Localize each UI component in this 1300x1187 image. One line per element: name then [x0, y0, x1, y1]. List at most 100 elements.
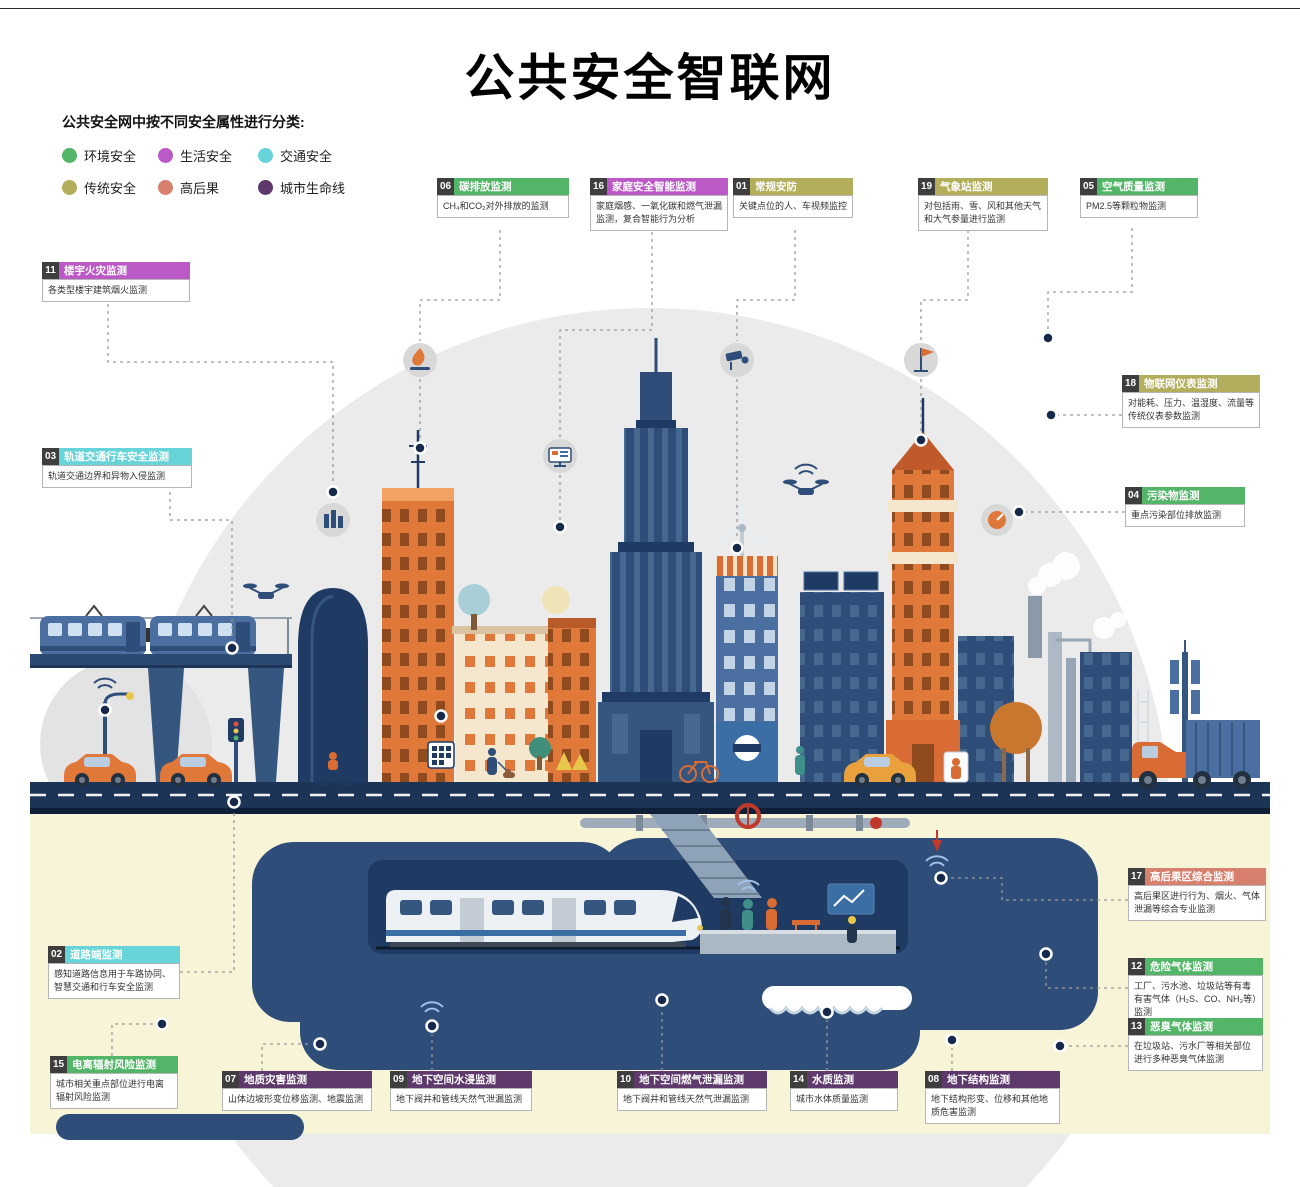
callout-05-air-quality: 05 空气质量监测 PM2.5等颗粒物监测: [1080, 178, 1198, 219]
callout-06-carbon-emission: 06 碳排放监测 CH₄和CO₂对外排放的监测: [437, 178, 569, 219]
legend-item-life: 生活安全: [158, 146, 258, 165]
traditional-dot-icon: [62, 180, 77, 195]
callout-18-iot-meters: 18 物联网仪表监测 对能耗、压力、温湿度、流量等传统仪表参数监测: [1122, 375, 1260, 429]
callout-description: 高后果区进行行为、烟火、气体泄漏等综合专业监测: [1128, 885, 1266, 922]
callout-description: 感知道路信息用于车路协同、智慧交通和行车安全监测: [48, 963, 180, 1000]
callout-title: 楼宇火灾监测: [59, 262, 190, 279]
connector-lines: [107, 228, 1133, 1071]
smart-home-monitor-icon: [543, 439, 577, 473]
wind-turbine: [718, 501, 766, 558]
campanile-tower: [886, 398, 960, 782]
drone-icon: [243, 583, 289, 599]
wifi-signal-icon: [424, 1007, 440, 1013]
sensor-dot: [1053, 1039, 1067, 1053]
callout-header: 01 常规安防: [733, 178, 853, 195]
wifi-signal-icon: [798, 470, 814, 475]
callout-description: 山体边坡形变位移监测、地震监测: [222, 1088, 372, 1112]
callout-title: 轨道交通行车安全监测: [59, 448, 192, 465]
callout-number: 15: [50, 1056, 67, 1073]
callout-title: 水质监测: [807, 1071, 898, 1088]
sensor-dot: [1044, 408, 1058, 422]
sensor-dot: [225, 641, 239, 655]
platform-people: [720, 897, 777, 930]
pedestrians: [487, 746, 805, 778]
callout-header: 07 地质灾害监测: [222, 1071, 372, 1088]
sensor-icons: [243, 343, 1013, 599]
callout-14-water-quality: 14 水质监测 城市水体质量监测: [790, 1071, 898, 1112]
legend-label: 传统安全: [84, 181, 137, 196]
callout-description: 工厂、污水池、垃圾站等有毒有害气体（H₂S、CO、NH₃等）监测: [1128, 975, 1263, 1025]
callout-header: 03 轨道交通行车安全监测: [42, 448, 192, 465]
sensor-dot: [1041, 331, 1055, 345]
lifeline-dot-icon: [258, 180, 273, 195]
tent: [556, 752, 572, 770]
life-dot-icon: [158, 148, 173, 163]
callout-header: 02 道路端监测: [48, 946, 180, 963]
callout-title: 碳排放监测: [454, 178, 569, 195]
callout-header: 13 恶臭气体监测: [1128, 1018, 1263, 1035]
callout-09-underground-flooding: 09 地下空间水浸监测 地下阀井和管线天然气泄漏监测: [390, 1071, 532, 1112]
smoke-cloud: [1028, 552, 1126, 639]
callout-title: 电离辐射风险监测: [67, 1056, 178, 1073]
callout-title: 危险气体监测: [1145, 958, 1263, 975]
callout-description: 关键点位的人、车视频监控: [733, 195, 853, 219]
page-title: 公共安全智联网: [464, 50, 836, 106]
callout-19-weather-station: 19 气象站监测 对包括雨、雪、风和其他天气和大气参量进行监测: [918, 178, 1048, 232]
callout-description: 地下阀井和管线天然气泄漏监测: [390, 1088, 532, 1112]
callout-header: 06 碳排放监测: [437, 178, 569, 195]
callout-07-geological-hazard: 07 地质灾害监测 山体边坡形变位移监测、地震监测: [222, 1071, 372, 1112]
traffic-light: [228, 718, 244, 782]
callout-title: 地下结构监测: [942, 1071, 1060, 1088]
kiosk: [943, 751, 969, 783]
car: [160, 754, 232, 787]
callout-header: 05 空气质量监测: [1080, 178, 1198, 195]
callout-number: 08: [925, 1071, 942, 1088]
callout-description: 家庭烟感、一氧化碳和燃气泄漏监测，复合智能行为分析: [590, 195, 728, 232]
callout-number: 06: [437, 178, 454, 195]
solar-roof-building: [800, 571, 884, 782]
callout-15-ionizing-radiation: 15 电离辐射风险监测 城市相关重点部位进行电离辐射风险监测: [50, 1056, 178, 1110]
callout-title: 家庭安全智能监测: [607, 178, 728, 195]
legend-item-lifeline: 城市生命线: [258, 178, 378, 197]
callout-title: 空气质量监测: [1097, 178, 1198, 195]
sensor-dot: [553, 520, 567, 534]
wind-vane-icon: [904, 343, 938, 377]
gherkin-tower: [298, 588, 368, 782]
drone-icon: [783, 463, 829, 495]
legend-label: 生活安全: [180, 149, 233, 164]
callout-title: 物联网仪表监测: [1139, 375, 1260, 392]
skyline: [298, 338, 1200, 782]
callout-16-home-safety: 16 家庭安全智能监测 家庭烟感、一氧化碳和燃气泄漏监测，复合智能行为分析: [590, 178, 728, 232]
blue-building-with-metro-entrance: [716, 556, 778, 782]
callout-description: 重点污染部位排放监测: [1125, 504, 1245, 528]
callout-number: 18: [1122, 375, 1139, 392]
motorcycle: [313, 752, 355, 786]
callout-description: 城市水体质量监测: [790, 1088, 898, 1112]
sensor-dot: [155, 1017, 169, 1031]
bicycle: [679, 761, 719, 783]
callout-header: 19 气象站监测: [918, 178, 1048, 195]
legend-item-traditional: 传统安全: [62, 178, 158, 197]
callout-title: 常规安防: [750, 178, 853, 195]
callout-header: 18 物联网仪表监测: [1122, 375, 1260, 392]
callout-header: 11 楼宇火灾监测: [42, 262, 190, 279]
comm-antenna-tower: [1170, 640, 1200, 782]
callout-11-building-fire: 11 楼宇火灾监测 各类型楼宇建筑烟火监测: [42, 262, 190, 303]
tree: [458, 584, 490, 616]
callout-title: 道路端监测: [65, 946, 180, 963]
callout-number: 04: [1125, 487, 1142, 504]
callout-header: 10 地下空间燃气泄漏监测: [617, 1071, 767, 1088]
street-lamp: [93, 677, 134, 782]
callout-number: 03: [42, 448, 59, 465]
callout-header: 17 高后果区综合监测: [1128, 868, 1266, 885]
environment-dot-icon: [62, 148, 77, 163]
orange-tower: [382, 430, 454, 782]
callout-title: 地质灾害监测: [239, 1071, 372, 1088]
callout-number: 16: [590, 178, 607, 195]
wifi-signal-icon: [97, 684, 113, 689]
callout-description: 地下阀井和管线天然气泄漏监测: [617, 1088, 767, 1112]
legend-item-high-consequence: 高后果: [158, 178, 258, 197]
water-pool: [762, 986, 912, 1015]
cctv-camera-icon: [720, 343, 754, 377]
monorail: [30, 604, 292, 782]
